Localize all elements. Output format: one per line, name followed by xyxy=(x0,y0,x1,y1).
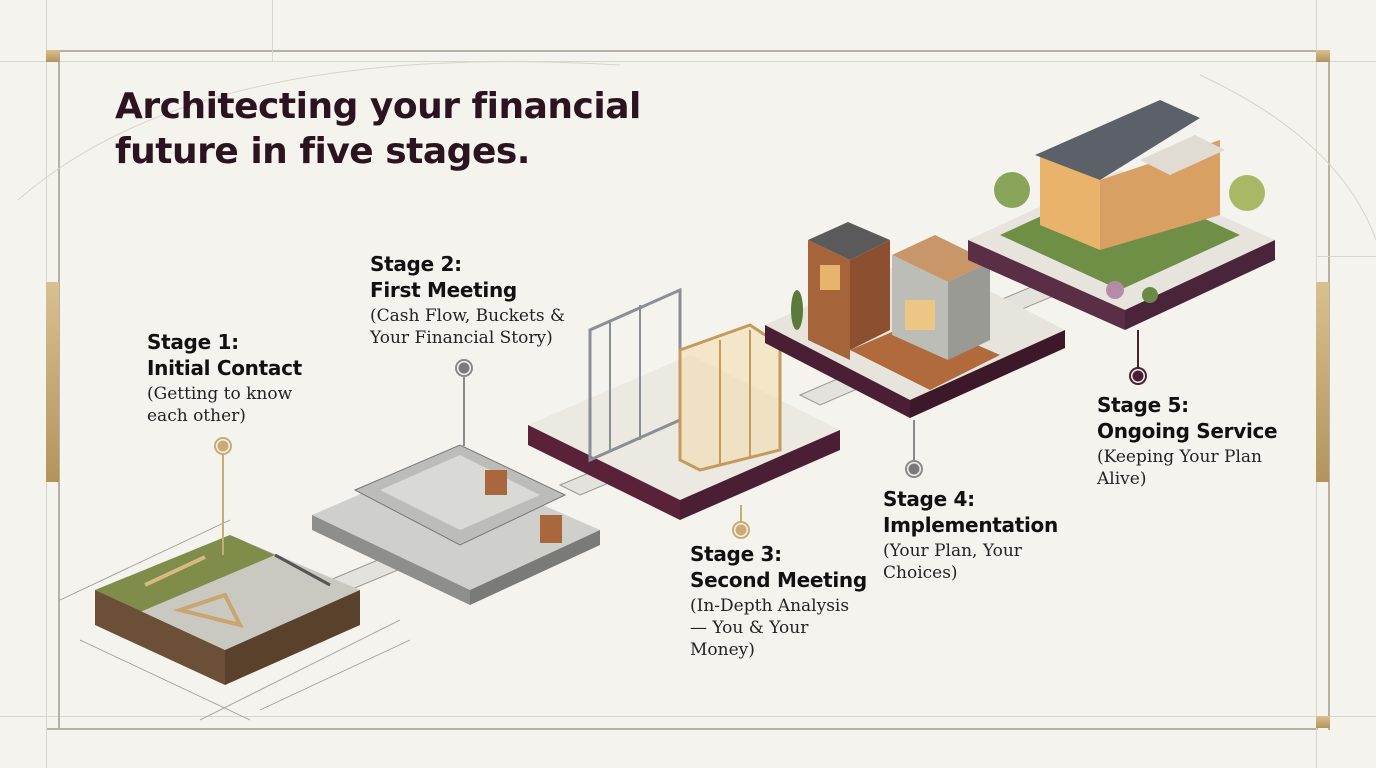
stage1-lot-illustration xyxy=(95,535,360,685)
gold-bar-left xyxy=(46,282,59,482)
frame-border-bottom xyxy=(46,728,1318,730)
gold-bar-right xyxy=(1316,282,1329,482)
stage-3-pin-line xyxy=(740,505,742,525)
frame-border-right xyxy=(1328,50,1330,730)
stage-4-label: Stage 4: Implementation (Your Plan, Your… xyxy=(883,486,1083,584)
stage-1-name: Initial Contact xyxy=(147,356,302,380)
stage5-house-illustration xyxy=(968,100,1275,330)
stage-3-name: Second Meeting xyxy=(690,568,867,592)
stage-2-pin-line xyxy=(463,376,465,446)
stage-4-number: Stage 4: xyxy=(883,487,975,511)
stage-4-name: Implementation xyxy=(883,513,1058,537)
stage-1-description: (Getting to know each other) xyxy=(147,384,293,426)
stage-5-description: (Keeping Your Plan Alive) xyxy=(1097,447,1262,489)
stage-5-number: Stage 5: xyxy=(1097,393,1189,417)
stage-5-pin-icon xyxy=(1129,367,1147,385)
stage-5-pin-line xyxy=(1137,330,1139,368)
stage-2-description: (Cash Flow, Buckets & Your Financial Sto… xyxy=(370,306,566,348)
frame-line-bottom xyxy=(0,716,1376,717)
stage4-house-illustration xyxy=(765,222,1065,418)
frame-line-v3 xyxy=(1316,256,1376,257)
stage-5-label: Stage 5: Ongoing Service (Keeping Your P… xyxy=(1097,392,1307,490)
frame-border-left xyxy=(58,50,60,730)
stage-4-description: (Your Plan, Your Choices) xyxy=(883,541,1022,583)
title-line-1: Architecting your financial xyxy=(115,86,641,127)
blueprint-lines xyxy=(59,519,411,721)
stage-3-description: (In-Depth Analysis — You & Your Money) xyxy=(690,596,850,660)
stage-2-name: First Meeting xyxy=(370,278,517,302)
stage-4-pin-icon xyxy=(905,460,923,478)
stage-3-label: Stage 3: Second Meeting (In-Depth Analys… xyxy=(690,541,890,661)
stage-5-name: Ongoing Service xyxy=(1097,419,1278,443)
gold-corner-top-right xyxy=(1316,50,1330,62)
stage2-foundation-illustration xyxy=(312,444,600,605)
title-line-2: future in five stages. xyxy=(115,131,530,172)
stage-1-pin-icon xyxy=(214,437,232,455)
stage-1-number: Stage 1: xyxy=(147,330,239,354)
stage3-framing-illustration xyxy=(528,287,840,520)
stage-4-pin-line xyxy=(913,420,915,462)
stage-3-pin-icon xyxy=(732,521,750,539)
gold-corner-bottom-right xyxy=(1316,716,1330,728)
frame-border-top xyxy=(58,50,1330,52)
stage-1-pin-line xyxy=(222,455,224,555)
stage-3-number: Stage 3: xyxy=(690,542,782,566)
stage-1-label: Stage 1: Initial Contact (Getting to kno… xyxy=(147,329,337,427)
frame-line-top xyxy=(0,61,1376,62)
stage-2-pin-icon xyxy=(455,359,473,377)
stage-2-number: Stage 2: xyxy=(370,252,462,276)
stage-2-label: Stage 2: First Meeting (Cash Flow, Bucke… xyxy=(370,251,580,349)
frame-line-v2 xyxy=(272,0,273,62)
page-title: Architecting your financial future in fi… xyxy=(115,84,715,174)
gold-corner-top-left xyxy=(46,50,60,62)
